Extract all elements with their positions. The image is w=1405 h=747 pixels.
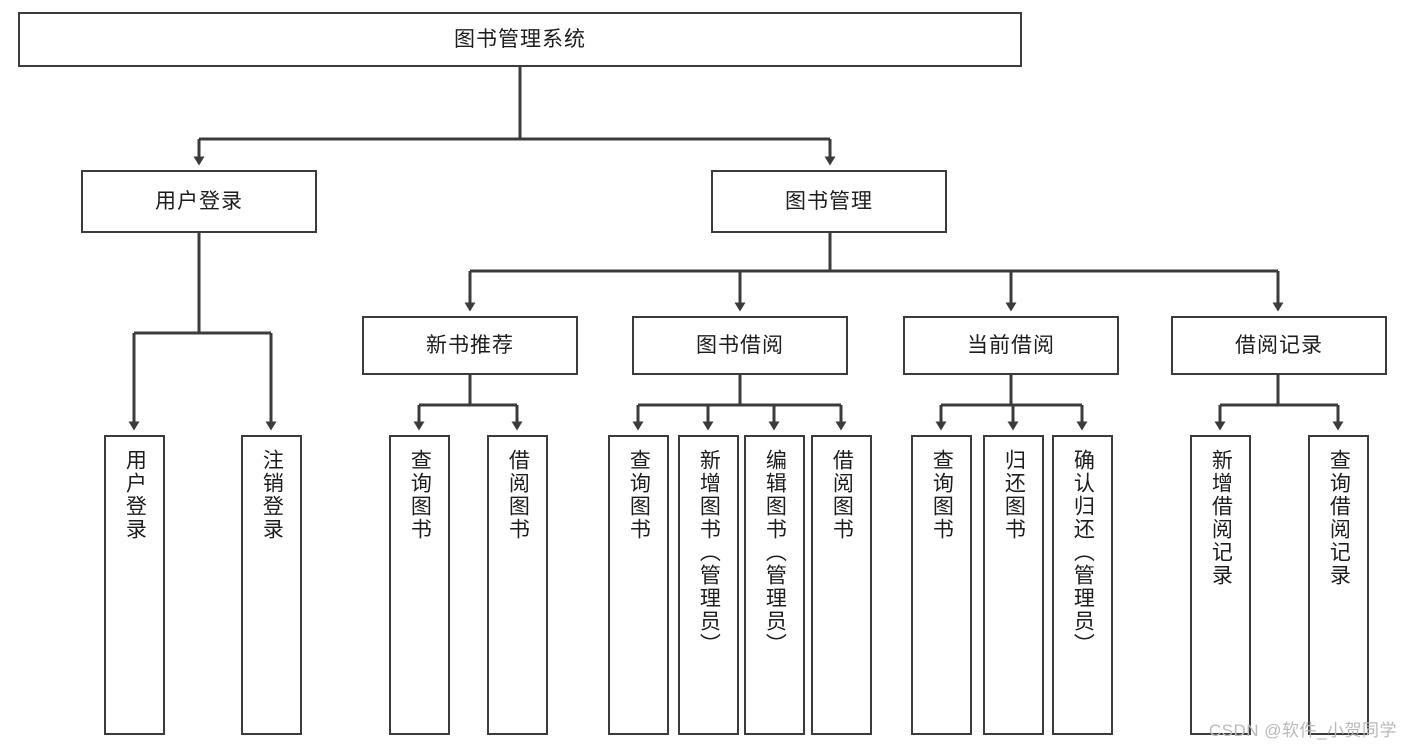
node-book-management[interactable]: 图书管理: [711, 170, 947, 233]
leaf-add-borrow-record-label: 新增借阅记录: [1209, 449, 1233, 587]
leaf-user-login-label: 用户登录: [123, 449, 147, 541]
leaf-query-borrow-record[interactable]: 查询借阅记录: [1308, 435, 1369, 735]
node-book-borrow[interactable]: 图书借阅: [632, 316, 848, 375]
node-new-book-recommend[interactable]: 新书推荐: [362, 316, 578, 375]
node-new-book-recommend-label: 新书推荐: [426, 333, 514, 357]
leaf-confirm-return-admin-label: 确认归还（管理员）: [1071, 449, 1095, 656]
leaf-query-book-3-label: 查询图书: [930, 449, 954, 541]
leaf-query-book-1[interactable]: 查询图书: [389, 435, 450, 735]
node-borrow-record-label: 借阅记录: [1235, 333, 1323, 357]
node-book-borrow-label: 图书借阅: [696, 333, 784, 357]
leaf-edit-book-admin-label: 编辑图书（管理员）: [763, 449, 787, 656]
leaf-query-book-2[interactable]: 查询图书: [608, 435, 669, 735]
leaf-borrow-book-2[interactable]: 借阅图书: [811, 435, 872, 735]
node-user-login-label: 用户登录: [155, 189, 243, 213]
node-book-management-label: 图书管理: [785, 189, 873, 213]
leaf-borrow-book-1[interactable]: 借阅图书: [487, 435, 548, 735]
watermark: CSDN @软件_小贺同学: [1208, 721, 1397, 740]
leaf-query-book-1-label: 查询图书: [408, 449, 432, 541]
leaf-return-book-label: 归还图书: [1002, 449, 1026, 541]
leaf-edit-book-admin[interactable]: 编辑图书（管理员）: [744, 435, 805, 735]
node-current-borrow-label: 当前借阅: [967, 333, 1055, 357]
node-borrow-record[interactable]: 借阅记录: [1171, 316, 1387, 375]
node-user-login[interactable]: 用户登录: [81, 170, 317, 233]
leaf-confirm-return-admin[interactable]: 确认归还（管理员）: [1052, 435, 1113, 735]
leaf-user-login[interactable]: 用户登录: [104, 435, 165, 735]
leaf-logout[interactable]: 注销登录: [241, 435, 302, 735]
leaf-query-book-2-label: 查询图书: [627, 449, 651, 541]
leaf-borrow-book-1-label: 借阅图书: [506, 449, 530, 541]
leaf-query-book-3[interactable]: 查询图书: [911, 435, 972, 735]
leaf-logout-label: 注销登录: [260, 449, 284, 541]
leaf-query-borrow-record-label: 查询借阅记录: [1327, 449, 1351, 587]
node-root[interactable]: 图书管理系统: [18, 12, 1022, 67]
leaf-borrow-book-2-label: 借阅图书: [830, 449, 854, 541]
node-root-label: 图书管理系统: [454, 27, 586, 51]
leaf-add-borrow-record[interactable]: 新增借阅记录: [1190, 435, 1251, 735]
leaf-add-book-admin-label: 新增图书（管理员）: [697, 449, 721, 656]
leaf-return-book[interactable]: 归还图书: [983, 435, 1044, 735]
leaf-add-book-admin[interactable]: 新增图书（管理员）: [678, 435, 739, 735]
node-current-borrow[interactable]: 当前借阅: [903, 316, 1119, 375]
